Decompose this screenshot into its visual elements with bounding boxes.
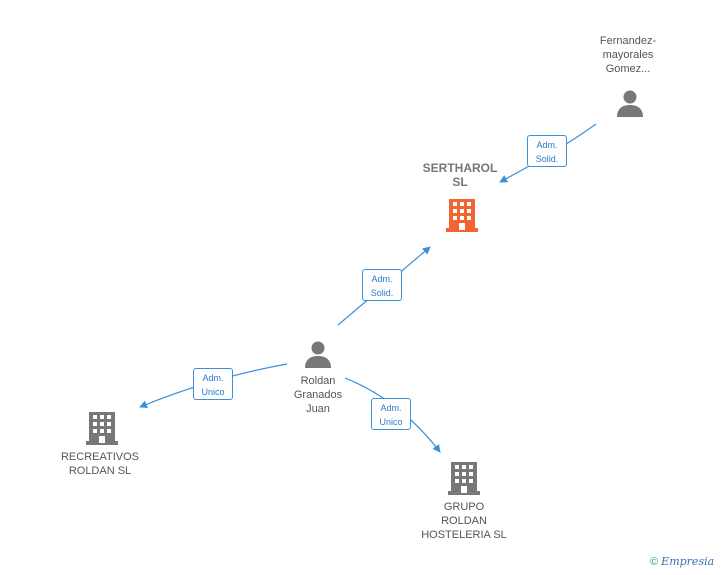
copyright-footer: © Empresia [650, 555, 714, 568]
node-fernandez-mayorales[interactable]: Fernandez- mayorales Gomez... [580, 34, 676, 76]
node-label: RECREATIVOS ROLDAN SL [60, 451, 140, 477]
node-label: SERTHAROL SL [422, 161, 498, 189]
building-icon [446, 199, 478, 232]
edge-label-roldan-recreativos: Adm. Unico [193, 368, 233, 400]
building-icon [448, 462, 480, 495]
node-label: Fernandez- mayorales Gomez... [599, 35, 657, 75]
edge-label-roldan-grupo: Adm. Unico [371, 398, 411, 430]
person-icon [305, 341, 331, 368]
node-recreativos-roldan[interactable]: RECREATIVOS ROLDAN SL [42, 450, 158, 478]
copyright-symbol: © [650, 556, 659, 568]
person-icon [617, 90, 643, 117]
node-sertharol[interactable]: SERTHAROL SL [412, 161, 508, 189]
edge-label-roldan-sertharol: Adm. Solid. [362, 269, 402, 301]
building-icon [86, 412, 118, 445]
node-label: Roldan Granados Juan [293, 375, 343, 415]
node-roldan-granados-juan[interactable]: Roldan Granados Juan [270, 374, 366, 416]
node-grupo-roldan-hosteleria[interactable]: GRUPO ROLDAN HOSTELERIA SL [406, 500, 522, 542]
edge-label-fernandez-sertharol: Adm. Solid. [527, 135, 567, 167]
empresia-logo: Empresia [661, 555, 715, 568]
node-label: GRUPO ROLDAN HOSTELERIA SL [421, 501, 507, 541]
